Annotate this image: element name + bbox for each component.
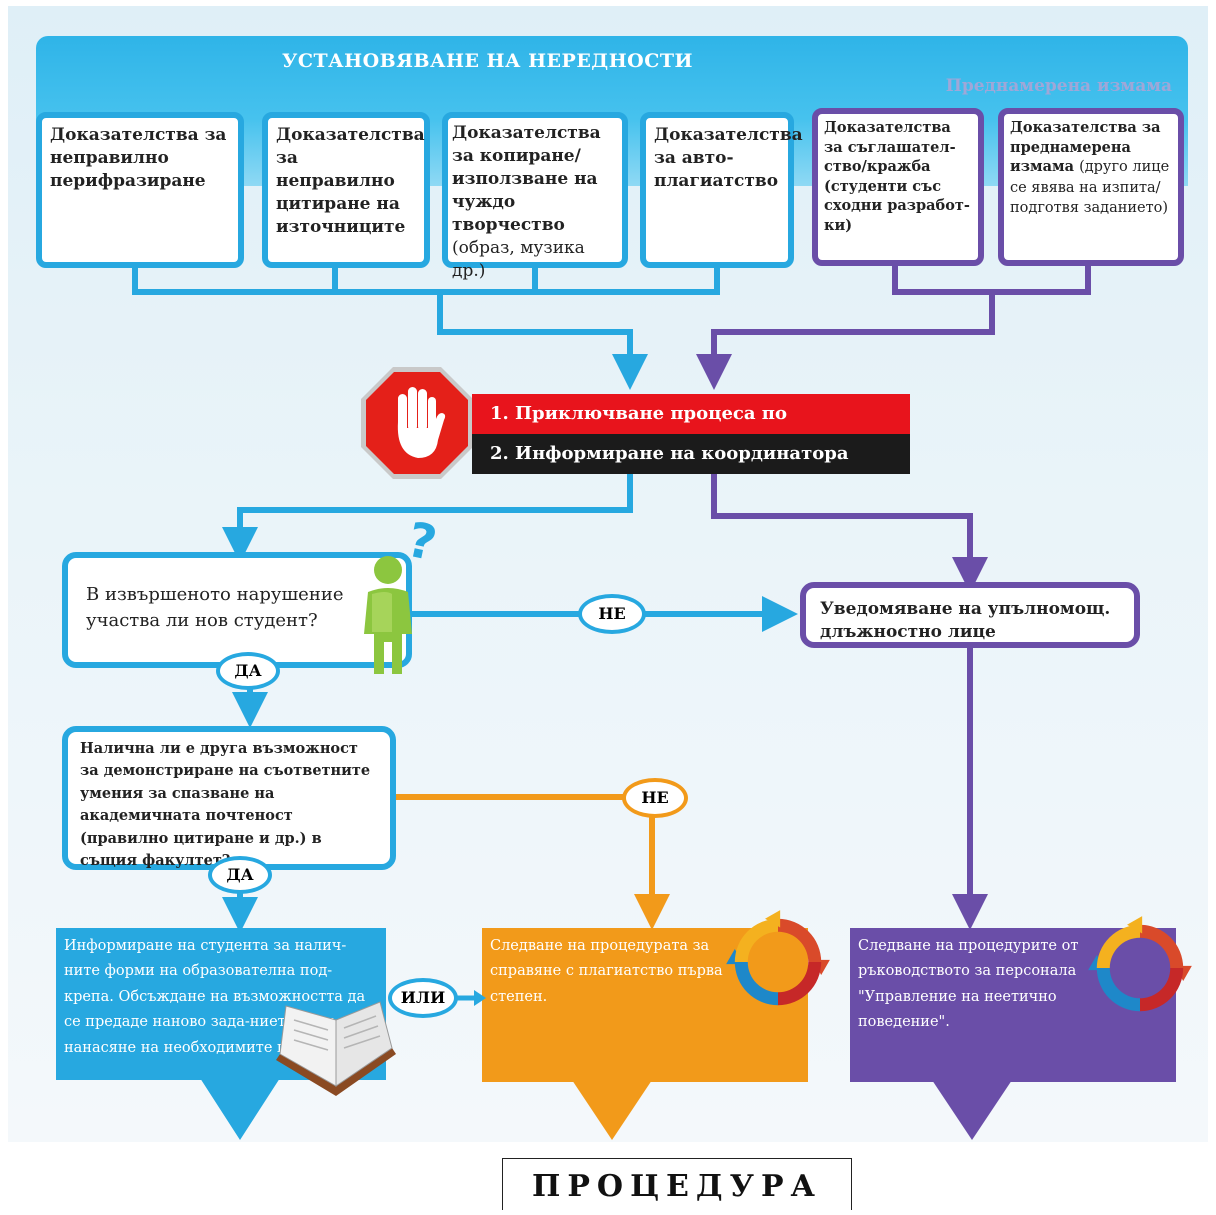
evidence-note: (друго лице се явява на изпита/подготвя … [1010, 159, 1170, 217]
banner-title: УСТАНОВЯВАНЕ НА НЕРЕДНОСТИ [282, 50, 693, 72]
notify-authorized-person: Уведомяване на упълномощ. длъжностно лиц… [800, 582, 1140, 648]
stop-hand-icon [361, 367, 473, 479]
evidence-label: Доказателства за авто-плагиатство [654, 125, 803, 191]
evidence-paraphrasing: Доказателства за неправилно перифразиран… [36, 112, 244, 268]
outcome-unethical-pointer [932, 1080, 1012, 1140]
yes-label-1: ДА [216, 652, 280, 690]
question-text: Налична ли е друга възможност за демонст… [80, 740, 371, 870]
question-new-student: В извършеното нарушение участва ли нов с… [62, 552, 412, 668]
procedure-title: ПРОЦЕДУРА [502, 1158, 852, 1210]
evidence-label: Доказателства за копиране/ използване на… [452, 123, 601, 235]
stop-step-1: 1. Приключване процеса по установяване [472, 394, 910, 464]
no-label-1: НЕ [578, 594, 646, 634]
evidence-label: Доказателства за неправилно цитиране на … [276, 125, 425, 237]
outcome-first-degree-pointer [572, 1080, 652, 1140]
stop-step-2: 2. Информиране на координатора [472, 434, 910, 474]
person-icon [364, 556, 412, 674]
question-text: В извършеното нарушение участва ли нов с… [86, 584, 344, 632]
outcome-first-degree: Следване на процедурата за справяне с пл… [482, 928, 808, 1082]
no-label-2: НЕ [622, 778, 688, 818]
evidence-note: (образ, музика др.) [452, 237, 585, 281]
banner-subtitle: Преднамерена измама [945, 76, 1172, 96]
outcome-text: Следване на процедурата за справяне с пл… [490, 938, 723, 1005]
outcome-text: Следване на процедурите от ръководството… [858, 938, 1079, 1031]
evidence-self-plagiarism: Доказателства за авто-плагиатство [640, 112, 803, 268]
evidence-copying: Доказателства за копиране/ използване на… [442, 112, 628, 281]
or-arrow [456, 990, 486, 1006]
evidence-intentional-fraud: Доказателства за преднамерена измама (др… [998, 108, 1184, 266]
evidence-citation: Доказателства за неправилно цитиране на … [262, 112, 430, 268]
outcome-text: Информиране на студента за налич-ните фо… [64, 938, 366, 1056]
evidence-collusion: Доказателства за съглашател-ство/кражба … [812, 108, 984, 266]
outcome-support-pointer [200, 1078, 280, 1140]
evidence-label: Доказателства за преднамерена измама [1010, 119, 1161, 176]
notify-text: Уведомяване на упълномощ. длъжностно лиц… [820, 599, 1111, 642]
cycle-arrows-icon [726, 910, 830, 1006]
evidence-label: Доказателства за неправилно перифразиран… [50, 125, 227, 191]
question-alternative-opportunity: Налична ли е друга възможност за демонст… [62, 726, 396, 870]
open-book-icon [276, 1001, 396, 1096]
cycle-arrows-icon [1088, 916, 1192, 1012]
yes-label-2: ДА [208, 856, 272, 894]
evidence-label: Доказателства за съглашател-ство/кражба … [824, 119, 970, 234]
